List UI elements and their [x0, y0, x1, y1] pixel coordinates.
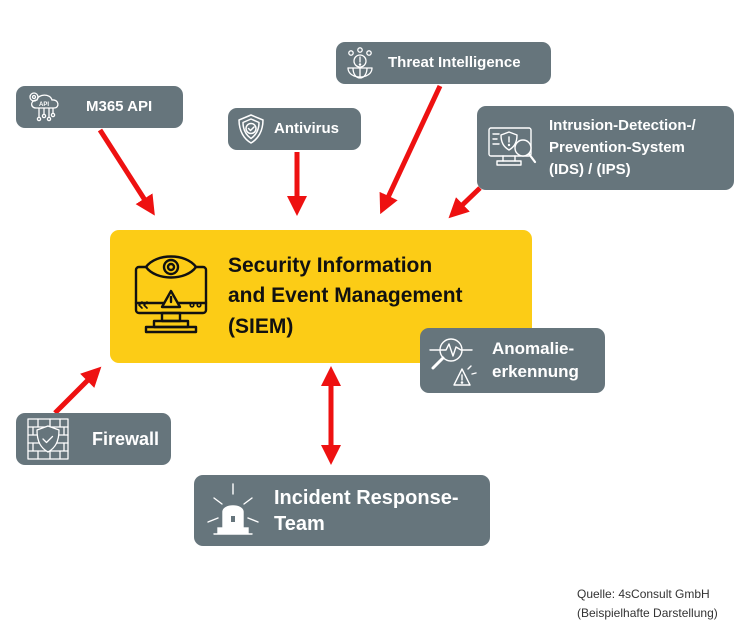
node-label-line: erkennung [492, 361, 579, 381]
arrow-ids-to-siem [448, 186, 482, 219]
node-incident-response-team: Incident Response- Team [194, 475, 490, 546]
globe-alert-network-icon [344, 46, 376, 80]
monitor-eye-warning-icon [132, 253, 210, 340]
node-label-line: Intrusion-Detection-/ [549, 117, 696, 135]
node-antivirus: Antivirus [228, 108, 361, 150]
cloud-api-gear-icon: API [26, 89, 64, 125]
node-m365-api: API M365 API [16, 86, 183, 128]
arrow-firewall-to-siem [53, 366, 102, 415]
node-label: Antivirus [274, 119, 340, 137]
node-label-line: Incident Response- [274, 486, 459, 509]
node-label: Anomalie- erkennung [492, 338, 579, 382]
brick-wall-shield-icon [26, 417, 70, 461]
source-note: Quelle: 4sConsult GmbH (Beispielhafte Da… [577, 585, 718, 622]
node-label-line: Team [274, 512, 325, 535]
node-label: Incident Response- Team [274, 485, 458, 537]
shield-check-icon [236, 113, 266, 145]
node-label: Intrusion-Detection-/ Prevention-System … [549, 115, 696, 180]
svg-text:API: API [39, 102, 49, 108]
arrow-m365-to-siem [97, 128, 155, 216]
node-label-line: Anomalie- [492, 339, 575, 359]
node-label-line: (IDS) / (IPS) [549, 160, 631, 178]
source-line: Quelle: 4sConsult GmbH [577, 587, 710, 601]
node-label: Firewall [92, 428, 160, 449]
arrow-threat-to-siem [379, 84, 443, 215]
siren-light-icon [204, 482, 262, 540]
siem-title-line: (SIEM) [228, 314, 294, 338]
node-ids-ips: Intrusion-Detection-/ Prevention-System … [477, 106, 734, 190]
monitor-shield-magnifier-icon [487, 124, 537, 172]
node-label: Threat Intelligence [388, 53, 521, 71]
node-label-line: Prevention-System [549, 139, 685, 157]
siem-title-line: and Event Management [228, 284, 463, 308]
node-label: M365 API [86, 97, 153, 115]
node-threat-intelligence: Threat Intelligence [336, 42, 551, 84]
siem-title-line: Security Information [228, 253, 433, 277]
source-line: (Beispielhafte Darstellung) [577, 605, 718, 620]
siem-title: Security Information and Event Managemen… [228, 251, 463, 342]
magnifier-chart-warning-icon [428, 333, 486, 389]
node-anomaly-detection: Anomalie- erkennung [420, 328, 605, 393]
node-firewall: Firewall [16, 413, 171, 465]
